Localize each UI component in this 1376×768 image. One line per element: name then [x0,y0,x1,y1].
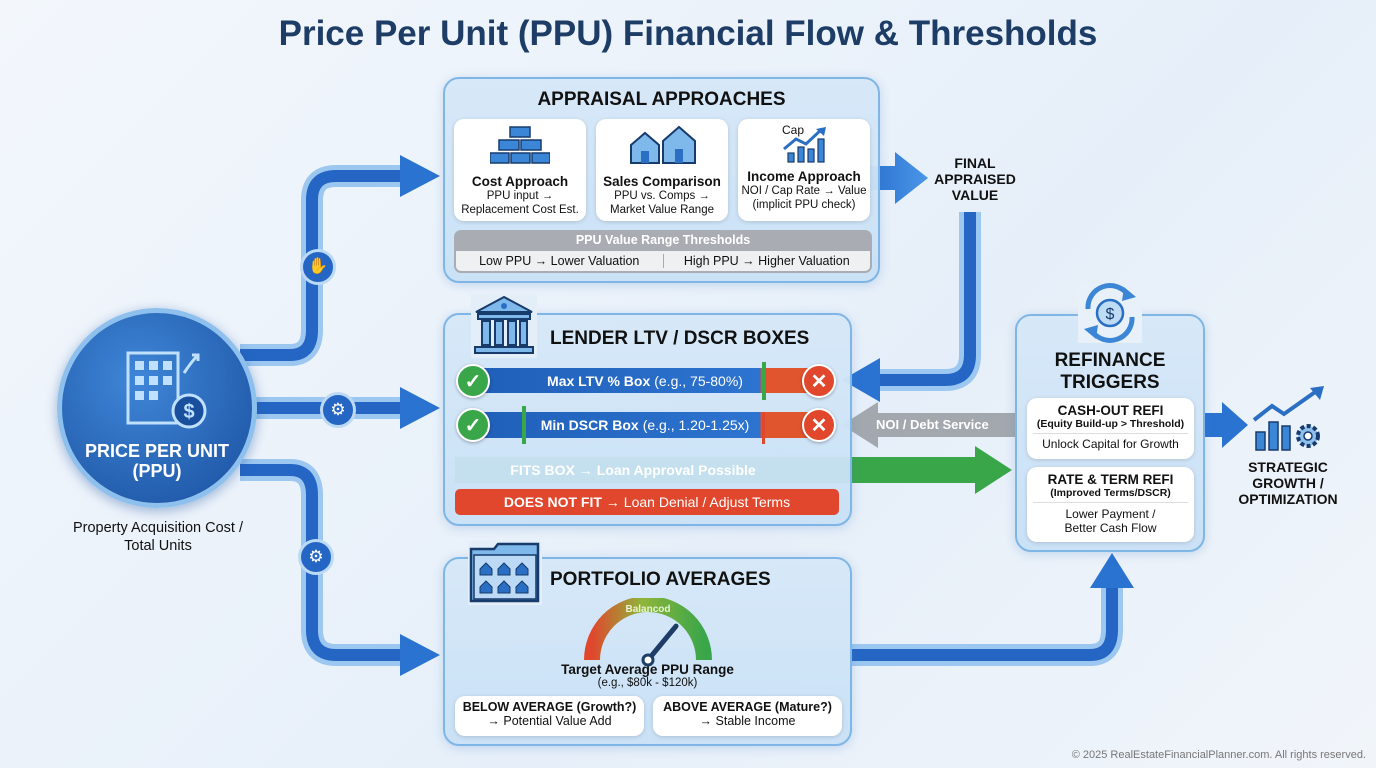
svg-text:$: $ [183,401,194,423]
cash-out-refi-card: CASH-OUT REFI (Equity Build-up > Thresho… [1027,398,1194,459]
cashout-sub: (Equity Build-up > Threshold) [1033,418,1188,434]
sales-comparison-card: Sales Comparison PPU vs. Comps → Market … [596,119,728,221]
check-icon: ✓ [456,364,490,398]
svg-text:$: $ [1106,306,1115,323]
gear-icon: ⚙ [298,539,334,575]
not-fit-desc: Loan Denial / Adjust Terms [623,494,791,510]
above-title: ABOVE AVERAGE (Mature?) [663,700,832,714]
cap-icon-text: Cap [782,123,805,137]
rate-term-title: RATE & TERM REFI [1047,472,1174,487]
ppu-label-line2: (PPU) [132,461,182,481]
not-fit-label: DOES NOT FIT → [503,494,620,510]
dscr-example: (e.g., 1.20-1.25x) [642,417,750,433]
strategic-line3: OPTIMIZATION [1238,491,1338,507]
check-icon: ✓ [456,408,490,442]
cost-approach-line2: Replacement Cost Est. [461,204,579,216]
fits-label: FITS BOX → [510,462,593,478]
ppu-node: $ PRICE PER UNIT (PPU) [57,308,257,508]
fits-box-banner: FITS BOX →Loan Approval Possible [470,457,800,483]
growth-chart-gear-icon [1252,386,1324,451]
x-icon: ✕ [802,408,836,442]
refi-title-line2: TRIGGERS [1060,372,1160,393]
below-desc: → Potential Value Add [487,714,612,728]
target-ppu-example: (e.g., $80k - $120k) [597,677,698,689]
cost-approach-line1: PPU input → [486,190,554,202]
refresh-dollar-icon: $ [1078,283,1142,343]
ppu-caption-line1: Property Acquisition Cost / [72,520,244,536]
appraisal-approaches-panel: APPRAISAL APPROACHES Cost Approach PPU i… [443,77,880,283]
ltv-example: (e.g., 75-80%) [654,372,743,389]
fits-desc: Loan Approval Possible [596,462,756,478]
below-average-card: BELOW AVERAGE (Growth?) → Potential Valu… [455,696,644,736]
above-desc: → Stable Income [699,714,796,728]
final-value-line2: APPRAISED [934,171,1016,187]
refinance-panel: REFINANCE TRIGGERS CASH-OUT REFI (Equity… [1015,314,1205,552]
building-dollar-icon: $ [126,351,207,429]
final-value-line1: FINAL [954,155,996,171]
portfolio-panel: PORTFOLIO AVERAGES Target Average PPU Ra… [443,557,852,746]
ltv-threshold-marker [762,362,766,400]
cap-chart-icon [783,127,826,163]
sales-comparison-line2: Market Value Range [610,204,714,216]
strategic-line2: GROWTH / [1252,475,1324,491]
noi-debt-service-arrow-label: NOI / Debt Service [876,417,989,432]
final-value-line3: VALUE [951,187,999,203]
min-dscr-bar: Min DSCR Box(e.g., 1.20-1.25x) [470,412,820,438]
income-approach-line2: (implicit PPU check) [752,199,856,211]
income-approach-title: Income Approach [747,169,861,184]
income-approach-line1: NOI / Cap Rate → Value [741,185,867,197]
thresholds-title: PPU Value Range Thresholds [575,233,751,247]
bank-icon [471,294,537,358]
max-ltv-bar: Max LTV % Box(e.g., 75-80%) [470,368,820,393]
cost-approach-card: Cost Approach PPU input → Replacement Co… [454,119,586,221]
high-ppu-threshold: High PPU → Higher Valuation [683,254,850,268]
hand-coin-icon: ✋ [300,249,336,285]
low-ppu-threshold: Low PPU → Lower Valuation [456,254,664,268]
rate-term-desc1: Lower Payment / [1065,507,1156,521]
bricks-icon [489,126,551,164]
strategic-line1: STRATEGIC [1248,459,1328,475]
dscr-threshold-marker-red [762,412,765,444]
refi-title-line1: REFINANCE [1054,350,1166,371]
does-not-fit-banner: DOES NOT FIT →Loan Denial / Adjust Terms [455,489,839,515]
sales-comparison-title: Sales Comparison [603,174,721,189]
cashout-title: CASH-OUT REFI [1057,403,1164,418]
magnifier-gear-icon: ⚙ [320,392,356,428]
portfolio-folder-icon [468,541,542,605]
ppu-thresholds-bar: PPU Value Range Thresholds Low PPU → Low… [454,230,872,273]
appraisal-title: APPRAISAL APPROACHES [537,89,786,110]
houses-compare-icon [630,125,696,164]
gauge-label: Balancod [625,604,670,615]
income-approach-card: Cap Income Approach NOI / Cap Rate → Val… [738,119,870,221]
sales-comparison-line1: PPU vs. Comps → [614,190,710,202]
ppu-label-line1: PRICE PER UNIT [84,441,230,461]
balanced-gauge: Balancod [584,598,712,667]
lender-title: LENDER LTV / DSCR BOXES [550,328,810,349]
cashout-desc: Unlock Capital for Growth [1042,437,1179,451]
above-average-card: ABOVE AVERAGE (Mature?) → Stable Income [653,696,842,736]
gauge-needle [645,623,679,663]
ppu-caption-line2: Total Units [124,538,192,554]
portfolio-title: PORTFOLIO AVERAGES [550,569,771,590]
rate-term-refi-card: RATE & TERM REFI (Improved Terms/DSCR) L… [1027,467,1194,542]
ltv-label: Max LTV % Box [547,372,651,389]
rate-term-desc2: Better Cash Flow [1064,521,1157,535]
page-title: Price Per Unit (PPU) Financial Flow & Th… [278,14,1098,53]
cost-approach-title: Cost Approach [471,174,569,189]
x-icon: ✕ [802,364,836,398]
target-ppu-label: Target Average PPU Range [561,662,734,677]
dscr-label: Min DSCR Box [540,417,639,433]
below-title: BELOW AVERAGE (Growth?) [462,700,637,714]
copyright-footer: © 2025 RealEstateFinancialPlanner.com. A… [1071,749,1366,761]
rate-term-sub: (Improved Terms/DSCR) [1033,487,1188,503]
dscr-threshold-marker [522,406,526,444]
